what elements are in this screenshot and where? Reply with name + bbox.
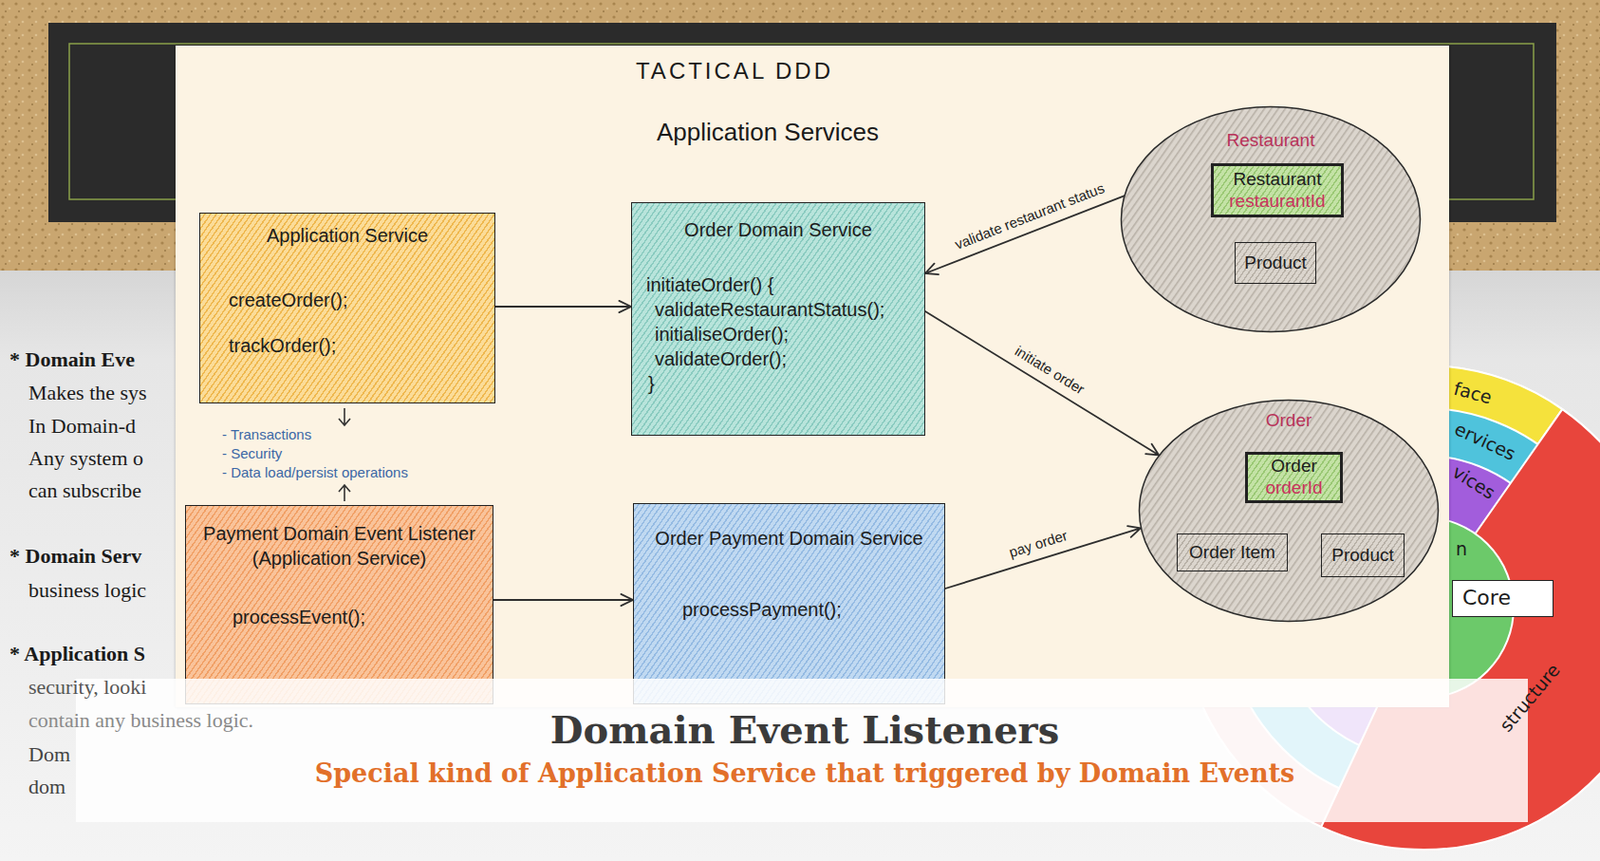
ellipse-outline — [1137, 398, 1440, 623]
note-text: - Security — [222, 445, 282, 463]
slide-text: dom — [28, 774, 66, 800]
node-text: Core — [1462, 585, 1511, 611]
node-text: validateRestaurantStatus(); — [654, 297, 885, 321]
ellipse-shape — [1139, 400, 1439, 622]
node-text: Product — [1331, 544, 1394, 567]
node-text: (Application Service) — [252, 546, 427, 570]
slide-text: * Domain Eve — [9, 347, 135, 373]
entity-box: Core — [1451, 579, 1554, 617]
slide-text: Makes the sys — [28, 380, 148, 406]
aggregate-ellipse: RestaurantRestaurantrestaurantIdProduct — [1119, 105, 1422, 334]
ring-label: face — [1451, 377, 1495, 409]
connector-arrow — [493, 594, 633, 606]
pointer-arrow — [338, 408, 351, 426]
slide-text: In Domain-d — [28, 413, 136, 439]
edge-label: initiate order — [1010, 341, 1090, 400]
node-text: Product — [1244, 252, 1306, 275]
node-text: processPayment(); — [682, 597, 842, 621]
service-box: Order Domain ServiceinitiateOrder() {val… — [631, 202, 926, 436]
caption-title: Domain Event Listeners — [550, 706, 1060, 753]
node-text: processEvent(); — [232, 605, 366, 629]
connector-arrow — [925, 311, 1159, 456]
note-text: - Transactions — [222, 426, 312, 444]
connector-arrow — [925, 195, 1125, 275]
caption-band: Special kind of Application Service that… — [75, 678, 1528, 822]
entity-box: Product — [1234, 241, 1317, 284]
edge-label: validate restaurant status — [950, 178, 1109, 254]
entity-box: Product — [1320, 533, 1405, 577]
node-text: Order Item — [1189, 541, 1276, 564]
ring-label: vices — [1448, 460, 1499, 503]
ring-label: ervices — [1451, 417, 1519, 465]
ellipse-shape — [1121, 107, 1421, 333]
node-text: } — [648, 372, 655, 395]
node-text: Payment Domain Event Listener — [203, 521, 476, 545]
node-text: initialiseOrder(); — [654, 322, 789, 346]
diagram-title: TACTICAL DDD — [635, 57, 834, 86]
ring-label: n — [1455, 538, 1468, 560]
node-text: Application Service — [266, 223, 428, 247]
service-box: Application Service createOrder(); trackOr… — [199, 212, 496, 404]
node-text: Restaurant — [1233, 168, 1322, 191]
slide-text: can subscribe — [28, 478, 142, 503]
node-text: Order Domain Service — [684, 218, 873, 242]
node-text: initiateOrder() { — [646, 273, 775, 297]
entity-box: OrderorderId — [1245, 451, 1343, 503]
connector-arrow — [495, 300, 632, 313]
pointer-arrow — [338, 484, 351, 502]
node-text: Order — [1265, 409, 1313, 432]
node-text: validateOrder(); — [654, 347, 787, 371]
slide-text: * Application S — [9, 641, 146, 667]
slide-text: business logic — [28, 577, 147, 603]
service-box: Payment Domain Event Listener(Applicatio… — [185, 504, 494, 705]
note-text: - Data load/persist operations — [222, 464, 409, 482]
service-box: Order Payment Domain Service processPayme… — [632, 502, 946, 705]
slide-text: * Domain Serv — [9, 543, 142, 569]
slide-text: Any system o — [28, 446, 144, 471]
node-text: Restaurant — [1227, 130, 1316, 152]
connector-arrow — [945, 525, 1141, 589]
entity-box: RestaurantrestaurantId — [1210, 163, 1344, 218]
caption-subtitle: Special kind of Application Service that… — [315, 758, 1296, 789]
diagram-subtitle: Application Services — [656, 117, 879, 148]
entity-box: Order Item — [1176, 533, 1288, 572]
aggregate-ellipse: OrderOrderorderIdOrder ItemProduct — [1137, 398, 1440, 623]
node-text: Order — [1270, 455, 1318, 478]
node-text: Order Payment Domain Service — [654, 526, 923, 550]
node-text: trackOrder(); — [228, 334, 336, 357]
edge-label: pay order — [1004, 525, 1072, 561]
node-text: orderId — [1265, 477, 1322, 500]
slide-text: Dom — [28, 742, 71, 767]
node-text: restaurantId — [1228, 190, 1325, 213]
node-text: createOrder(); — [228, 288, 349, 312]
